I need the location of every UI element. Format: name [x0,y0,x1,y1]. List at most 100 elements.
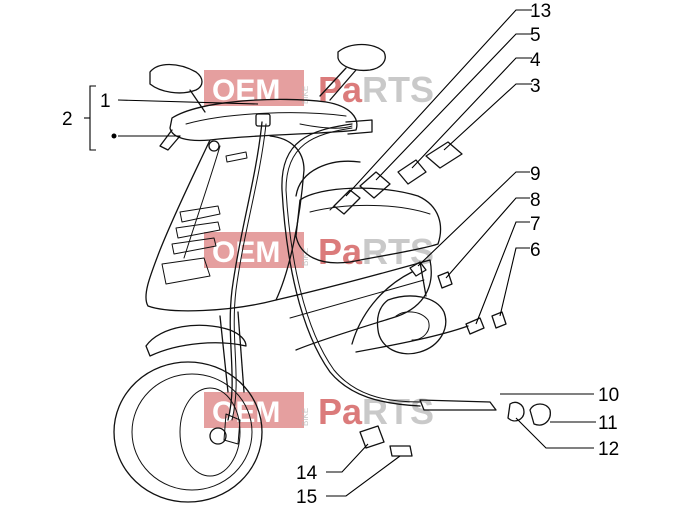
front-shield [145,135,305,312]
callout-14: 14 [296,463,318,484]
rear-brake-cable [281,123,421,407]
watermark-parts-rest: RTS [362,391,434,432]
callout-5: 5 [530,25,541,46]
part-10-cable-end [419,399,497,411]
right-mirror [337,43,386,72]
watermark-bike-text: BIKE [301,248,310,266]
front-hub [209,427,227,445]
leader-6 [499,247,530,317]
speedometer-cable-2 [231,123,267,421]
callout-6: 6 [530,240,541,261]
watermark-parts-text: PaRTS [318,231,434,272]
leader-1 [117,99,259,105]
callout-13: 13 [530,1,551,22]
callout-labels: 1 2 3 4 5 6 7 8 9 10 11 12 13 14 15 [62,1,619,508]
watermark-oem-box [204,232,304,268]
rear-shock [419,261,427,297]
dot-2 [111,133,117,139]
leader-15 [326,455,401,497]
part-11-bushing [529,403,551,426]
watermark-parts-highlight: Pa [318,69,363,110]
part-6-screw [491,311,507,329]
watermark-parts-rest: RTS [362,69,434,110]
leader-7 [475,221,530,325]
scooter-drawing [113,43,551,503]
front-brake-disc [179,387,241,477]
part-14-bracket [359,425,385,449]
rear-body [295,160,361,197]
callout-7: 7 [530,214,541,235]
left-mirror [149,63,203,94]
front-indicator [161,257,211,285]
engine-detail [395,311,430,341]
front-fork-left [219,315,229,393]
seat-body [295,187,442,264]
seat-edge [309,204,431,215]
throttle-cable [351,271,413,345]
rear-brake-cable-2 [285,127,421,403]
front-fender [145,324,247,357]
part-2-fitting [208,140,220,152]
part-9-fitting [409,261,427,277]
leader-4 [411,57,532,169]
leader-14 [326,443,369,473]
leader-lines [84,9,596,497]
watermark-parts-highlight: Pa [318,391,363,432]
badge [225,151,248,163]
handlebar-cover [169,98,358,142]
callout-15: 15 [296,487,317,508]
callout-2: 2 [62,109,73,130]
front-shield-inner [183,145,221,259]
watermark-parts-text: PaRTS [318,391,434,432]
right-grip [345,119,373,135]
headlight-vents [171,205,221,255]
watermark-oem-box [204,392,304,428]
watermark-oem-text: OEM [212,396,280,429]
part-13-adjuster [333,189,361,215]
callout-8: 8 [530,190,541,211]
watermark-bike-text: BIKE [301,86,310,104]
right-mirror-stem [319,67,347,97]
front-tire-outer [113,361,263,503]
leader-3 [443,83,532,151]
part-8-screw [437,271,453,289]
bracket-2 [89,85,96,151]
part-7-clip [465,317,485,335]
left-grip [159,129,181,151]
watermark-oem-text: OEM [212,236,280,269]
part-15-bolt [389,445,413,457]
callout-11: 11 [598,413,618,434]
leader-9 [417,171,530,267]
leader-12 [515,417,594,449]
watermark-oem-text: OEM [212,74,280,107]
engine-case [376,295,447,355]
part-5-sleeve [359,171,391,199]
watermark-bottom: OEM BIKE PaRTS [204,391,434,432]
part-12-nut [507,401,525,422]
choke-cable [355,325,469,353]
part-3-ferrule [425,141,463,169]
watermark-top: OEM BIKE PaRTS [204,69,434,110]
right-mirror-stem-2 [329,69,357,101]
front-fork-right [237,311,245,393]
callout-10: 10 [598,385,619,406]
cable-connector [255,113,271,127]
callout-12: 12 [598,439,619,460]
front-brake-caliper [223,413,241,445]
handlebar-cover-seam [185,112,347,125]
front-tire-inner [131,373,253,491]
callout-9: 9 [530,164,541,185]
leader-13 [345,9,532,197]
callout-3: 3 [530,76,541,97]
part-13-adjuster-tip [329,203,337,211]
leader-8 [445,197,530,279]
callout-1: 1 [100,91,111,112]
speedometer-cable [227,121,263,421]
part-4-nut [397,159,427,185]
watermark-bike-text: BIKE [301,408,310,426]
callout-4: 4 [530,50,541,71]
left-mirror-stem [189,89,206,113]
watermark-parts-highlight: Pa [318,231,363,272]
leader-5 [375,33,532,181]
